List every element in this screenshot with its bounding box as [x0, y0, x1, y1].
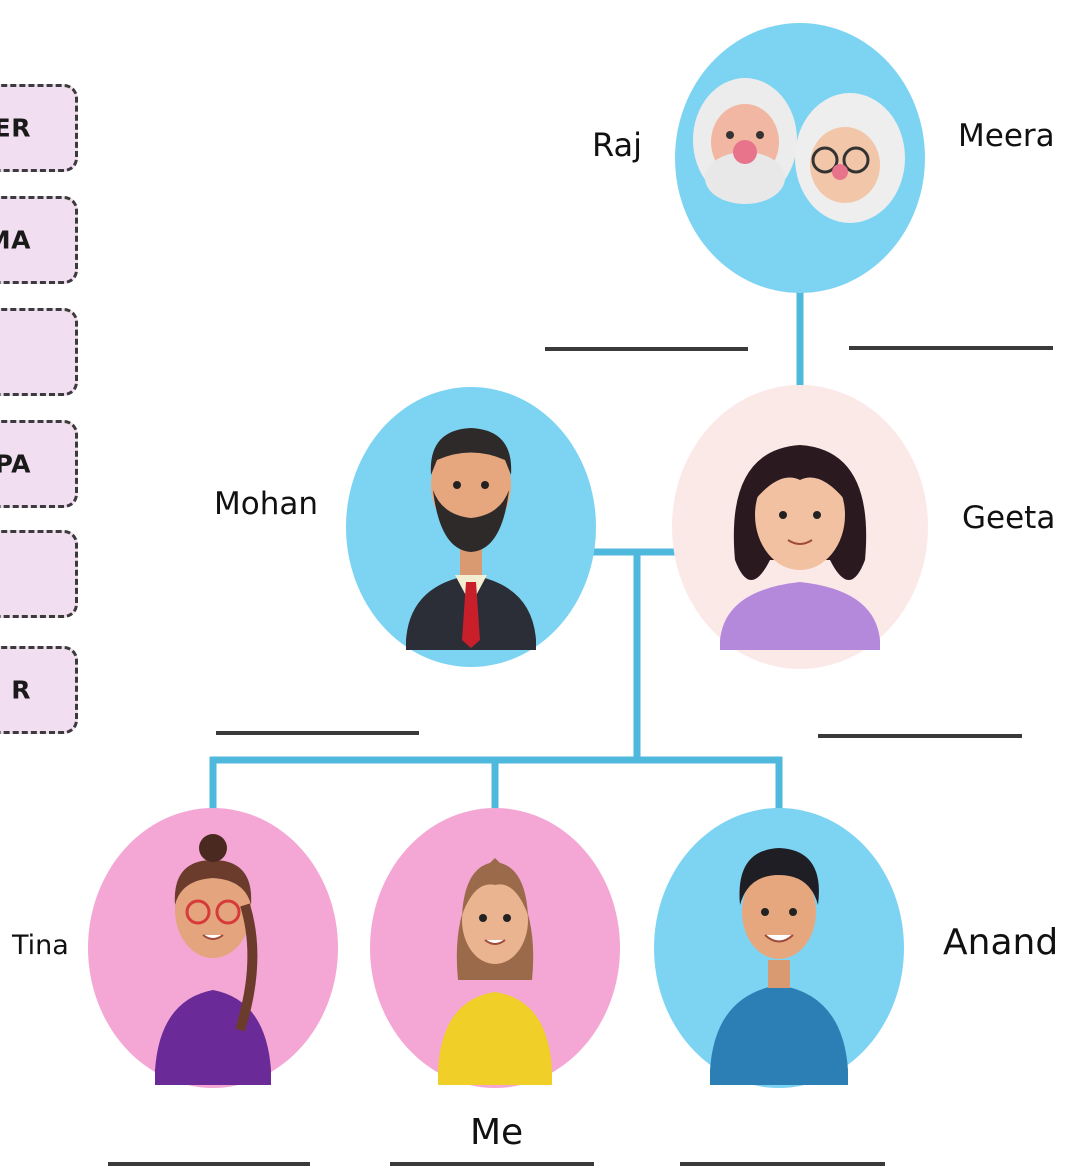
answer-blank-mother[interactable] — [818, 734, 1022, 738]
answer-blank-brother[interactable] — [680, 1162, 885, 1166]
grandparents-avatar-icon — [675, 23, 925, 293]
word-card-label: R — [11, 675, 31, 705]
label-sister: Tina — [12, 930, 69, 961]
mother-avatar-icon — [672, 385, 928, 669]
word-card-4[interactable]: PA — [0, 420, 78, 508]
word-card-3[interactable] — [0, 308, 78, 396]
answer-blank-me[interactable] — [390, 1162, 594, 1166]
label-brother: Anand — [943, 922, 1059, 963]
word-card-label: MA — [0, 225, 31, 255]
sister-avatar-icon — [88, 808, 338, 1088]
me-avatar-icon — [370, 808, 620, 1088]
word-card-label: ER — [0, 113, 31, 143]
label-mother: Geeta — [962, 500, 1056, 536]
label-grandfather: Raj — [592, 126, 643, 164]
brother-avatar-icon — [654, 808, 904, 1088]
father-avatar-icon — [346, 387, 596, 667]
label-father: Mohan — [214, 486, 319, 522]
tree-connectors — [209, 285, 804, 810]
word-card-2[interactable]: MA — [0, 196, 78, 284]
answer-blank-grandfather[interactable] — [545, 347, 748, 351]
word-card-label: PA — [0, 449, 31, 479]
label-grandmother: Meera — [958, 118, 1055, 154]
answer-blank-grandmother[interactable] — [849, 346, 1053, 350]
answer-blank-sister[interactable] — [108, 1162, 310, 1166]
label-me: Me — [470, 1112, 524, 1153]
word-card-5[interactable] — [0, 530, 78, 618]
answer-blank-father[interactable] — [216, 731, 419, 735]
word-card-6[interactable]: R — [0, 646, 78, 734]
word-card-1[interactable]: ER — [0, 84, 78, 172]
